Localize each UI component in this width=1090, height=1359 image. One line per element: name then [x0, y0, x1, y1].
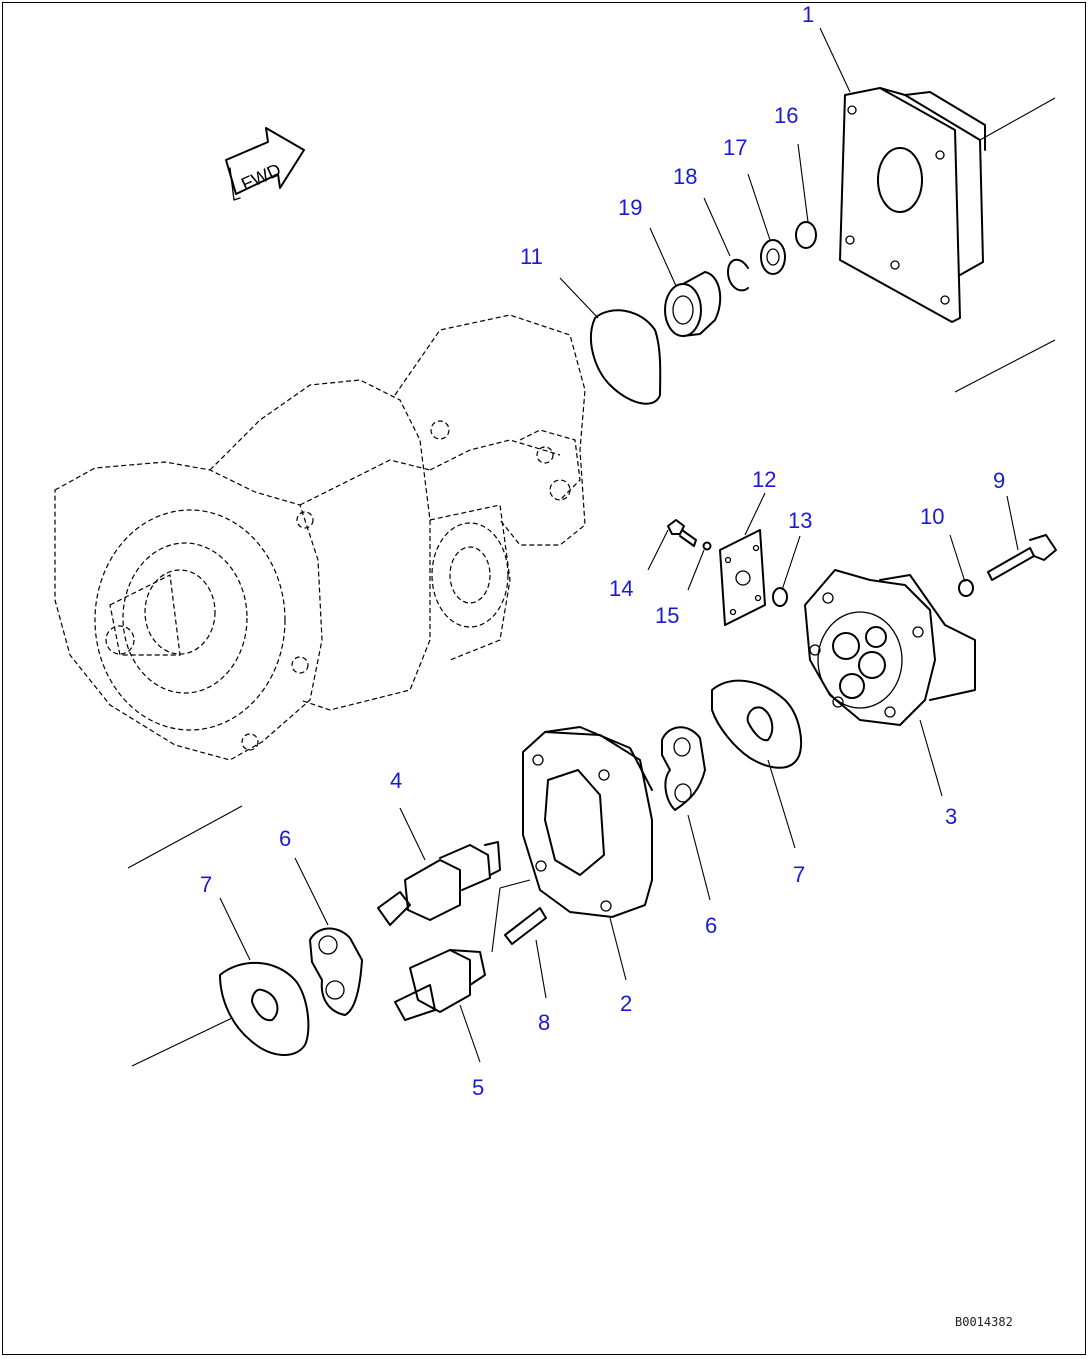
part-13-o-ring: [772, 587, 788, 607]
callout-15: 15: [655, 603, 679, 628]
part-7-gasket-left: [219, 961, 310, 1057]
part-16-o-ring: [795, 221, 817, 249]
callout-12: 12: [752, 467, 776, 492]
part-6-bushing-right: [661, 726, 706, 811]
part-18-snap-ring: [727, 258, 749, 292]
part-10-washer: [958, 579, 974, 597]
pump-assembly-outline: [54, 314, 586, 761]
part-11-gasket: [590, 309, 662, 405]
part-4-drive-gear: [377, 841, 501, 926]
callout-17: 17: [723, 135, 747, 160]
callout-11: 11: [520, 244, 543, 269]
callout-13: 13: [788, 508, 812, 533]
callout-10: 10: [920, 504, 944, 529]
part-12-plate: [719, 529, 766, 626]
callout-19: 19: [618, 195, 642, 220]
part-1-cover-plate: [839, 87, 986, 323]
part-5-driven-gear: [394, 949, 486, 1021]
part-19-oil-seal: [664, 271, 722, 337]
fwd-label: FWD: [238, 160, 284, 195]
callout-7-left: 7: [200, 872, 212, 897]
callout-18: 18: [673, 164, 697, 189]
part-3-body: [804, 569, 976, 726]
part-14-bolt: [667, 519, 697, 547]
callout-1: 1: [802, 2, 814, 27]
part-8-pin: [504, 907, 547, 945]
callout-4: 4: [390, 768, 402, 793]
callout-8: 8: [538, 1010, 550, 1035]
callout-6-right: 6: [705, 913, 717, 938]
drawing-code: B0014382: [955, 1315, 1013, 1329]
callout-5: 5: [472, 1075, 484, 1100]
part-6-bushing-left: [309, 927, 363, 1016]
part-17-bearing: [760, 239, 786, 275]
assembly-axis-lines: [127, 97, 1056, 1067]
part-15-washer: [702, 541, 712, 551]
callout-2: 2: [620, 991, 632, 1016]
callout-numbers: 1 2 3 4 5 6 6 7 7 8 9 10 11 12 13 14 15 …: [200, 2, 1005, 1100]
forward-arrow-icon: FWD: [225, 127, 305, 201]
callout-9: 9: [993, 468, 1005, 493]
part-7-gasket-right: [711, 679, 803, 769]
callout-3: 3: [945, 804, 957, 829]
callout-7-right: 7: [793, 862, 805, 887]
part-2-gear-case: [522, 726, 653, 918]
callout-16: 16: [774, 103, 798, 128]
callout-6-left: 6: [279, 826, 291, 851]
leader-lines: [219, 27, 1019, 1063]
part-9-bolt: [987, 534, 1057, 581]
callout-14: 14: [609, 576, 633, 601]
